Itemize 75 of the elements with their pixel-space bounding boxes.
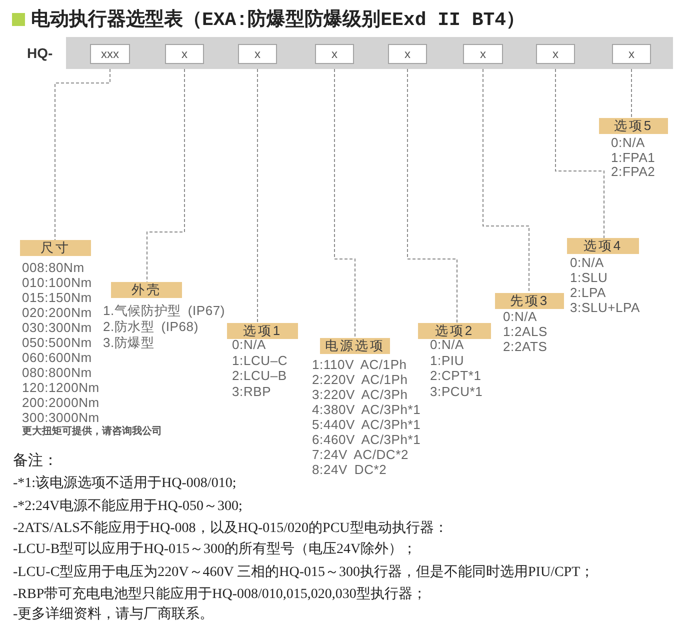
option-item: 050:500Nm	[22, 336, 92, 350]
option-header: 外壳	[111, 282, 182, 298]
dashed-connector	[54, 68, 110, 240]
option-item: 2:FPA2	[611, 165, 656, 179]
option-item: 0:N/A	[232, 338, 266, 352]
code-field: x	[388, 44, 427, 64]
option-item: 4:380V AC/3Ph*1	[312, 403, 421, 417]
note-line: -2ATS/ALS不能应用于HQ-008，以及HQ-015/020的PCU型电动执行器：	[13, 519, 448, 538]
option-item: 010:100Nm	[22, 276, 92, 290]
option-item: 3:220V AC/3Ph	[312, 388, 408, 402]
code-field: x	[315, 44, 354, 64]
option-item: 080:800Nm	[22, 366, 92, 380]
option-item: 015:150Nm	[22, 291, 92, 305]
code-field: x	[612, 44, 651, 64]
option-item: 3.防爆型	[103, 336, 154, 350]
code-field: xxx	[90, 44, 130, 64]
option-item: 120:1200Nm	[22, 381, 100, 395]
option-header: 尺寸	[20, 240, 91, 256]
option-item: 7:24V AC/DC*2	[312, 448, 409, 462]
option-item: 2:LCU–B	[232, 369, 287, 383]
option-header: 选项5	[599, 118, 668, 134]
note-line: -*2:24V电源不能应用于HQ-050～300;	[13, 497, 242, 516]
option-item: 6:460V AC/3Ph*1	[312, 433, 421, 447]
option-item: 2:LPA	[570, 286, 606, 300]
option-item: 060:600Nm	[22, 351, 92, 365]
code-field: x	[238, 44, 277, 64]
option-item: 1.气候防护型 (IP67)	[103, 304, 226, 318]
option-item: 1:FPA1	[611, 150, 656, 164]
option-item: 3:PCU*1	[430, 384, 483, 398]
option-item: 0:N/A	[503, 310, 538, 324]
dashed-connector	[482, 68, 530, 294]
note-line: -LCU-B型可以应用于HQ-015～300的所有型号（电压24V除外）；	[13, 540, 417, 559]
option-item: 1:110V AC/1Ph	[312, 358, 407, 372]
note-line: -*1:该电源选项不适用于HQ-008/010;	[13, 474, 236, 493]
option-item: 0:N/A	[611, 136, 646, 150]
option-header: 电源选项	[320, 338, 390, 354]
option-item: 030:300Nm	[22, 321, 92, 335]
dashed-connector	[555, 68, 604, 238]
option-header: 选项1	[227, 323, 298, 339]
option-item: 0:N/A	[430, 338, 464, 352]
option-item: 3:SLU+LPA	[570, 301, 640, 315]
option-header: 选项4	[567, 238, 639, 254]
option-item: 0:N/A	[570, 256, 604, 270]
option-item: 3:RBP	[232, 384, 272, 398]
dashed-connector	[407, 68, 458, 324]
code-field: x	[463, 44, 503, 64]
option-item: 1:SLU	[570, 271, 608, 285]
option-item: 008:80Nm	[22, 261, 84, 275]
note-line: -更多详细资料，请与厂商联系。	[13, 605, 214, 624]
note-line: -RBP带可充电电池型只能应用于HQ-008/010,015,020,030型执行器；	[13, 585, 426, 604]
dashed-connector	[146, 68, 185, 282]
option-item: 2.防水型 (IP68)	[103, 320, 198, 334]
diagram-title: 电动执行器选型表（EXA:防爆型防爆级别EExd II BT4）	[31, 8, 526, 33]
option-item: 2:CPT*1	[430, 369, 482, 383]
option-item: 2:220V AC/1Ph	[312, 373, 408, 387]
note-line: -LCU-C型应用于电压为220V～460V 三相的HQ-015～300执行器，但是不能同时选用PIU/CPT；	[13, 563, 594, 582]
option-header: 选项2	[418, 323, 491, 339]
notes-heading: 备注：	[13, 452, 58, 471]
option-item: 300:3000Nm	[22, 411, 100, 425]
option-item: 1:LCU–C	[232, 354, 288, 368]
dashed-connector	[334, 68, 356, 338]
option-item: 200:2000Nm	[22, 396, 100, 410]
option-item: 8:24V DC*2	[312, 463, 387, 477]
dashed-connector	[631, 68, 632, 118]
option-item: 1:2ALS	[503, 325, 548, 339]
option-item: 2:2ATS	[503, 340, 548, 354]
code-field: x	[165, 44, 204, 64]
option-item: 1:PIU	[430, 354, 464, 368]
option-header: 先项3	[495, 293, 564, 309]
option-item: 5:440V AC/3Ph*1	[312, 418, 421, 432]
option-item: 020:200Nm	[22, 306, 92, 320]
code-field: x	[536, 44, 575, 64]
model-prefix: HQ-	[27, 45, 53, 61]
note-text: 更大扭矩可提供，请咨询我公司	[22, 426, 162, 438]
dashed-connector	[257, 68, 258, 324]
